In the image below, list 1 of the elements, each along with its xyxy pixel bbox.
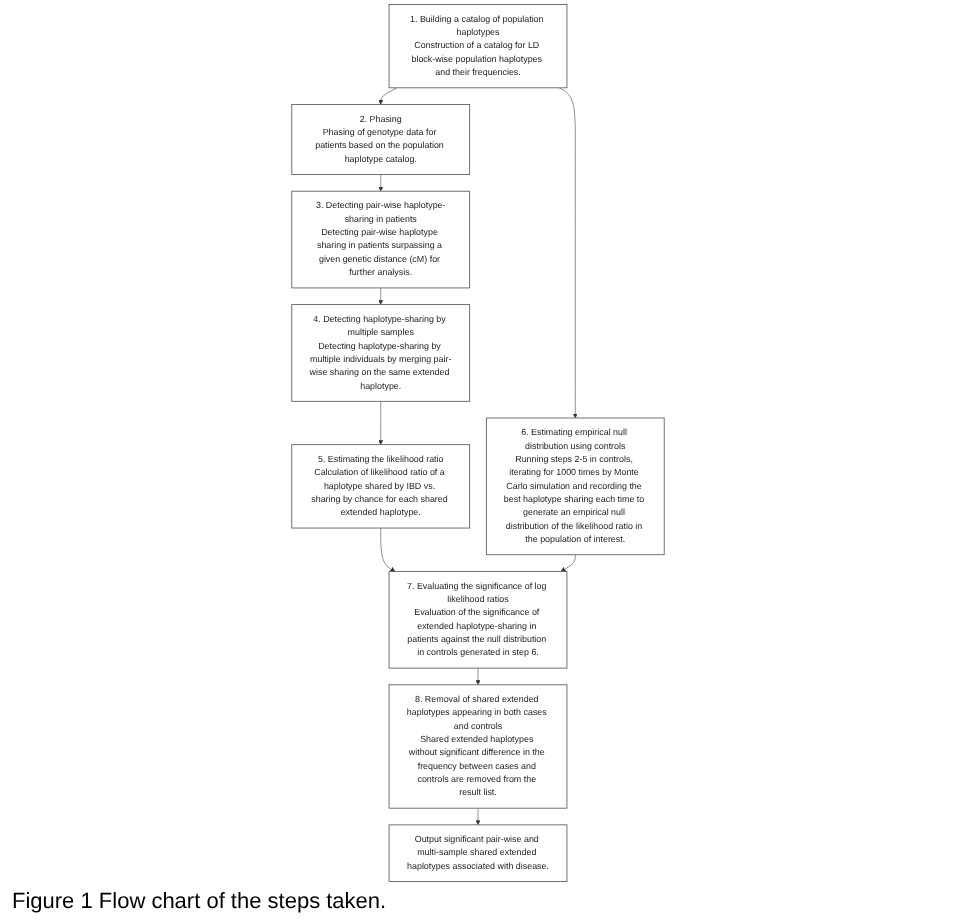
figure-caption: Figure 1 Flow chart of the steps taken. <box>12 890 387 914</box>
